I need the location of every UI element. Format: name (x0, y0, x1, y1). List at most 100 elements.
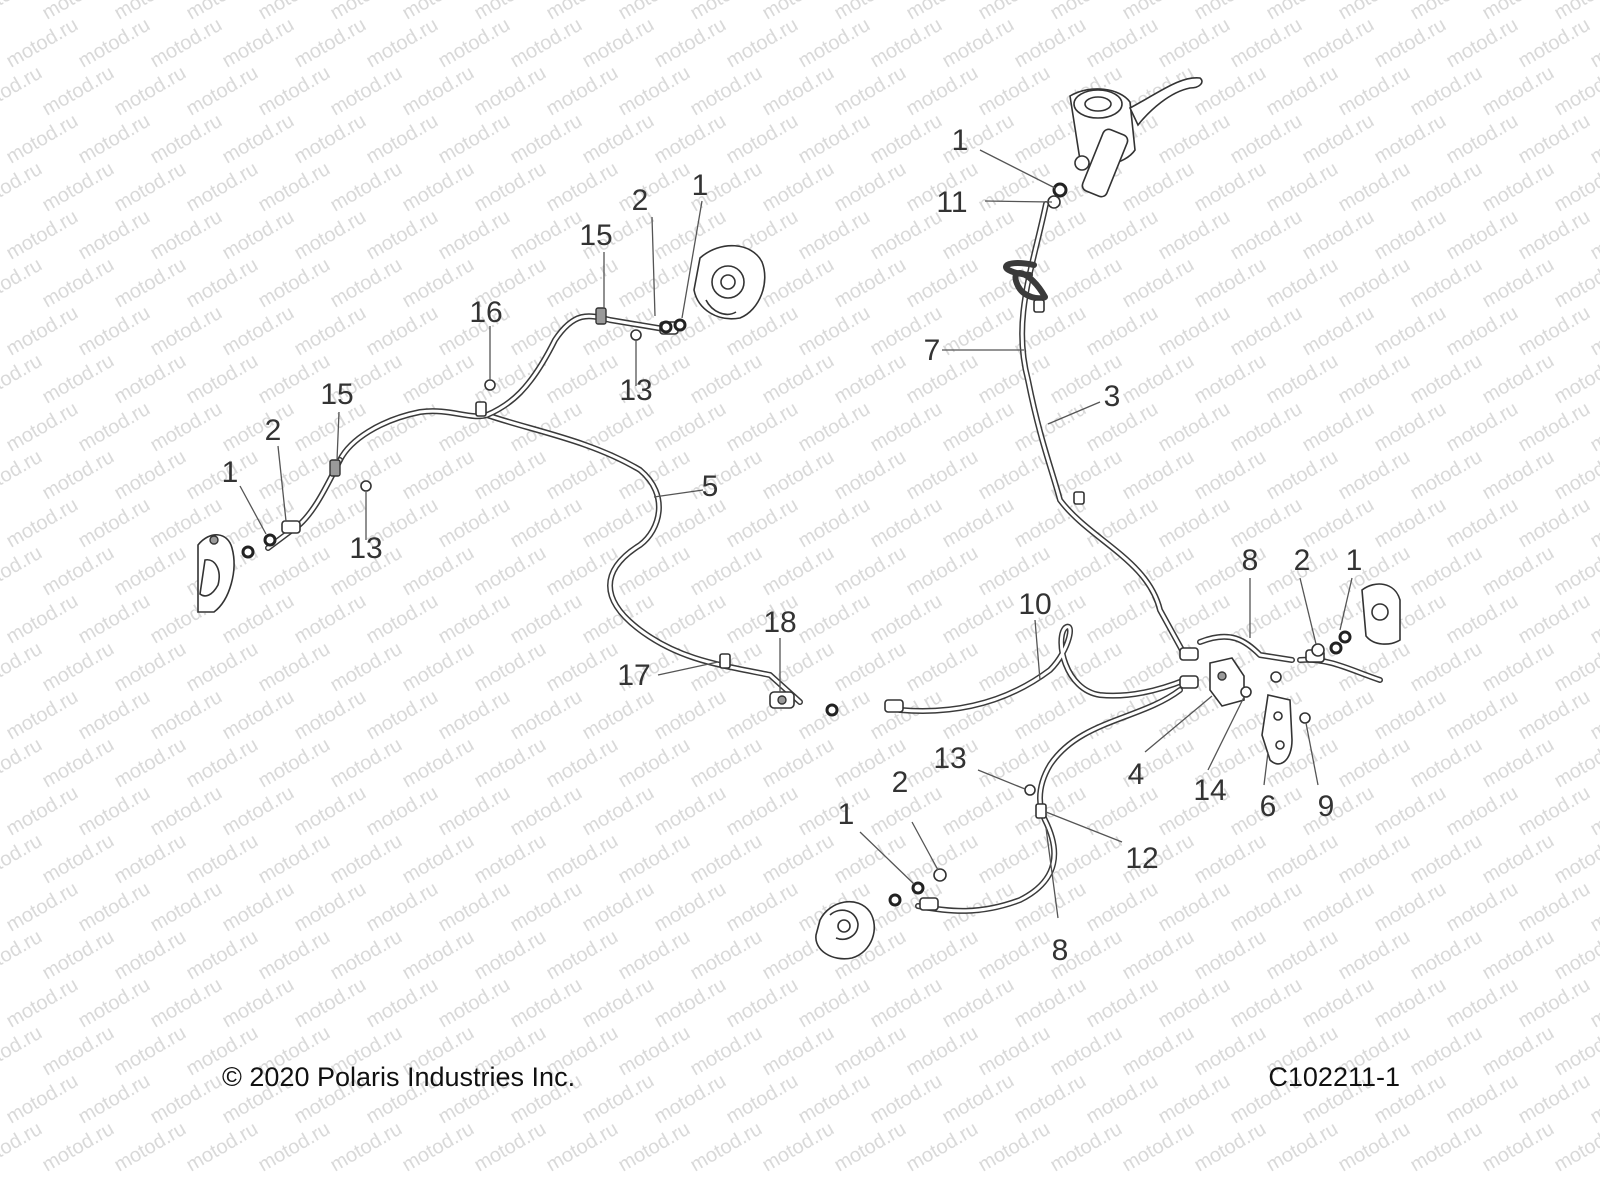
watermark-text: motod.ru (1479, 62, 1558, 121)
watermark-text: motod.ru (111, 638, 190, 697)
watermark-text: motod.ru (867, 590, 946, 649)
watermark-text: motod.ru (939, 1070, 1018, 1129)
watermark-text: motod.ru (219, 14, 298, 73)
watermark-text: motod.ru (1083, 494, 1162, 553)
fitting-end (281, 520, 301, 534)
watermark-text: motod.ru (147, 206, 226, 265)
watermark-text: motod.ru (75, 494, 154, 553)
watermark-text: motod.ru (1083, 1070, 1162, 1129)
watermark-text: motod.ru (1443, 494, 1522, 553)
watermark-text: motod.ru (1299, 110, 1378, 169)
watermark-text: motod.ru (579, 110, 658, 169)
watermark-text: motod.ru (255, 158, 334, 217)
watermark-text: motod.ru (507, 206, 586, 265)
watermark-text: motod.ru (759, 0, 838, 24)
watermark-text: motod.ru (219, 398, 298, 457)
watermark-text: motod.ru (1155, 206, 1234, 265)
watermark-text: motod.ru (615, 734, 694, 793)
watermark-text: motod.ru (615, 830, 694, 889)
watermark-text: motod.ru (1263, 254, 1342, 313)
watermark-text: motod.ru (327, 0, 406, 24)
watermark-text: motod.ru (291, 14, 370, 73)
watermark-text: motod.ru (1443, 782, 1522, 841)
watermark-text: motod.ru (1515, 782, 1594, 841)
watermark-text: motod.ru (1515, 110, 1594, 169)
watermark-text: motod.ru (75, 398, 154, 457)
watermark-text: motod.ru (363, 878, 442, 937)
watermark-text: motod.ru (795, 494, 874, 553)
watermark-text: motod.ru (1587, 686, 1600, 745)
watermark-text: motod.ru (867, 494, 946, 553)
watermark-text: motod.ru (75, 974, 154, 1033)
watermark-text: motod.ru (687, 62, 766, 121)
watermark-text: motod.ru (327, 1118, 406, 1177)
watermark-text: motod.ru (1407, 830, 1486, 889)
watermark-text: motod.ru (0, 638, 46, 697)
watermark-text: motod.ru (759, 830, 838, 889)
watermark-text: motod.ru (0, 734, 46, 793)
watermark-text: motod.ru (1263, 350, 1342, 409)
callout-2-front-right: 2 (632, 184, 649, 217)
watermark-text: motod.ru (183, 254, 262, 313)
watermark-text: motod.ru (1335, 254, 1414, 313)
watermark-text: motod.ru (1299, 302, 1378, 361)
bolt-13 (360, 480, 372, 492)
watermark-text: motod.ru (615, 0, 694, 24)
watermark-text: motod.ru (435, 686, 514, 745)
watermark-text: motod.ru (615, 158, 694, 217)
watermark-text: motod.ru (327, 254, 406, 313)
watermark-text: motod.ru (975, 350, 1054, 409)
watermark-text: motod.ru (723, 1070, 802, 1129)
watermark-text: motod.ru (363, 110, 442, 169)
watermark-text: motod.ru (111, 158, 190, 217)
watermark-text: motod.ru (1407, 734, 1486, 793)
watermark-text: motod.ru (1587, 974, 1600, 1033)
watermark-text: motod.ru (327, 638, 406, 697)
watermark-text: motod.ru (579, 1070, 658, 1129)
watermark-text: motod.ru (1227, 878, 1306, 937)
watermark-text: motod.ru (795, 782, 874, 841)
watermark-text: motod.ru (183, 830, 262, 889)
watermark-text: motod.ru (111, 926, 190, 985)
watermark-text: motod.ru (975, 830, 1054, 889)
watermark-text: motod.ru (219, 782, 298, 841)
watermark-text: motod.ru (111, 350, 190, 409)
watermark-text: motod.ru (687, 446, 766, 505)
watermark-text: motod.ru (39, 830, 118, 889)
watermark-text: motod.ru (75, 782, 154, 841)
watermark-text: motod.ru (75, 206, 154, 265)
bolt-13 (1024, 784, 1036, 796)
watermark-text: motod.ru (1551, 350, 1600, 409)
watermark-text: motod.ru (1551, 62, 1600, 121)
watermark-text: motod.ru (1551, 638, 1600, 697)
callout-16: 16 (469, 296, 502, 329)
watermark-text: motod.ru (939, 782, 1018, 841)
watermark-text: motod.ru (3, 878, 82, 937)
watermark-text: motod.ru (1119, 1118, 1198, 1177)
watermark-text: motod.ru (0, 926, 46, 985)
watermark-text: motod.ru (471, 1118, 550, 1177)
watermark-text: motod.ru (0, 830, 46, 889)
watermark-text: motod.ru (975, 0, 1054, 24)
watermark-text: motod.ru (327, 734, 406, 793)
watermark-text: motod.ru (1047, 1118, 1126, 1177)
watermark-text: motod.ru (831, 0, 910, 24)
watermark-text: motod.ru (111, 830, 190, 889)
watermark-text: motod.ru (1155, 1070, 1234, 1129)
watermark-text: motod.ru (3, 110, 82, 169)
watermark-text: motod.ru (759, 62, 838, 121)
watermark-text: motod.ru (1299, 878, 1378, 937)
watermark-text: motod.ru (3, 590, 82, 649)
watermark-text: motod.ru (1155, 398, 1234, 457)
crush-washer (673, 318, 687, 332)
watermark-text: motod.ru (147, 782, 226, 841)
watermark-text: motod.ru (543, 62, 622, 121)
watermark-text: motod.ru (1407, 542, 1486, 601)
callout-8-bottom: 8 (1052, 934, 1069, 967)
watermark-text: motod.ru (1371, 686, 1450, 745)
watermark-text: motod.ru (1407, 158, 1486, 217)
watermark-text: motod.ru (471, 926, 550, 985)
watermark-text: motod.ru (75, 302, 154, 361)
watermark-text: motod.ru (1371, 974, 1450, 1033)
watermark-text: motod.ru (0, 542, 46, 601)
